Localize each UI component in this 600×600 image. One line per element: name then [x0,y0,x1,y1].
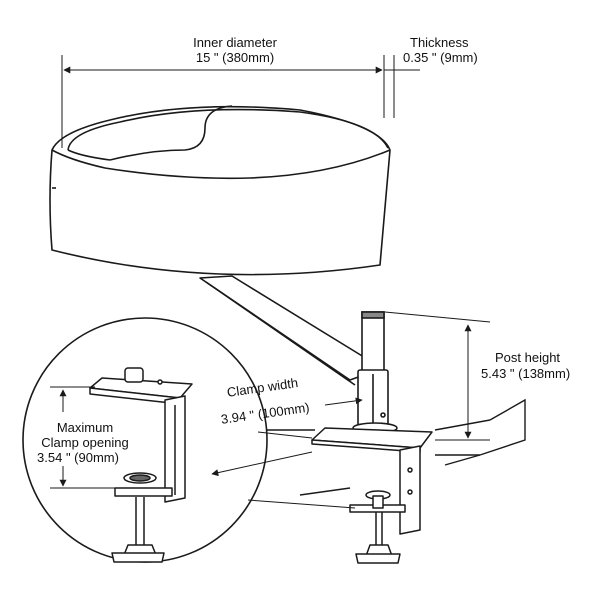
post [352,311,398,434]
tray-floor-edge [67,149,111,161]
clamp-width-dim [324,397,363,406]
thickness-title: Thickness [410,35,469,50]
leader-arrow [211,451,313,477]
tray-front-rim [51,149,391,180]
desk [250,398,526,496]
inner-diameter-title: Inner diameter [193,35,277,50]
tray [49,105,391,276]
dimension-lines [50,55,491,509]
clamp-main [311,427,433,564]
clamp-detail [89,367,193,563]
clamp-opening-value: 3.54 " (90mm) [37,450,119,465]
thickness-value: 0.35 " (9mm) [403,50,478,65]
clamp-opening-line2: Clamp opening [41,435,129,450]
clamp-opening-line1: Maximum [56,420,114,435]
post-height-value: 5.43 " (138mm) [481,366,571,381]
tray-cutout [109,105,233,161]
tray-outer-wall [49,105,391,276]
inner-diameter-value: 15 " (380mm) [195,50,275,65]
post-height-title: Post height [495,350,561,365]
